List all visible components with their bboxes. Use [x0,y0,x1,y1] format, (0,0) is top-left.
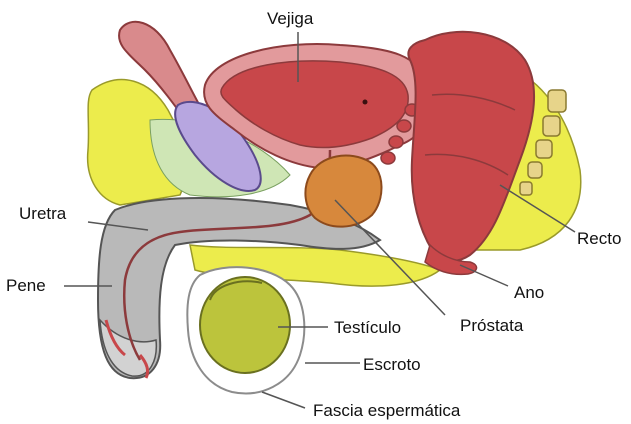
label-pene: Pene [6,277,46,294]
ureter-opening [363,100,368,105]
vertebra [543,116,560,136]
vertebra [520,182,532,195]
vertebra [536,140,552,158]
label-recto: Recto [577,230,621,247]
label-uretra: Uretra [19,205,66,222]
vertebra [528,162,542,178]
label-vejiga: Vejiga [267,10,313,27]
label-escroto: Escroto [363,356,421,373]
vertebra [548,90,566,112]
label-testiculo: Testículo [334,319,401,336]
label-fascia: Fascia espermática [313,402,460,419]
label-prostata: Próstata [460,317,523,334]
leader-fascia [262,392,305,408]
prostate [305,156,381,227]
label-ano: Ano [514,284,544,301]
testis [200,277,290,373]
leader-ano [460,265,508,286]
